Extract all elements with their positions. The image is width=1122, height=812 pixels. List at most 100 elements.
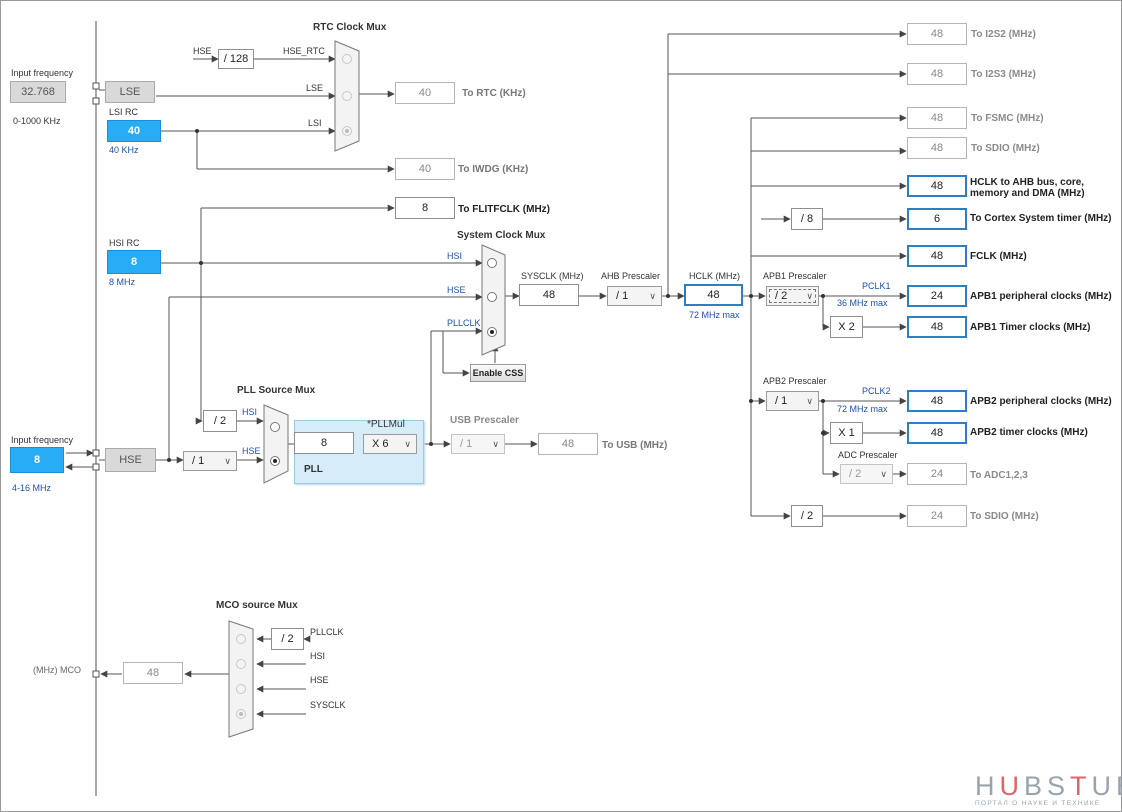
pclk2-label: PCLK2 bbox=[862, 386, 891, 396]
pclk2-max-label: 72 MHz max bbox=[837, 404, 888, 414]
enable-css-button[interactable]: Enable CSS bbox=[470, 364, 526, 382]
lse-range-label: 0-1000 KHz bbox=[13, 116, 61, 126]
pll-title: PLL bbox=[304, 464, 323, 475]
hclk-ahb-output-label-line1: HCLK to AHB bus, core, bbox=[970, 177, 1085, 188]
hse-range-label: 4-16 MHz bbox=[12, 483, 52, 493]
usb-prescaler-title: USB Prescaler bbox=[450, 415, 519, 426]
chevron-down-icon: ∨ bbox=[404, 439, 411, 449]
usb-prescaler-value: / 1 bbox=[460, 438, 473, 450]
hclk-ahb-output-value: 48 bbox=[907, 175, 967, 197]
hsi-frequency-label: 8 MHz bbox=[109, 277, 136, 287]
ahb-prescaler-select[interactable]: / 1∨ bbox=[607, 286, 662, 306]
mco-source-mux-title: MCO source Mux bbox=[216, 600, 298, 611]
i2s3-output-label: To I2S3 (MHz) bbox=[971, 69, 1036, 80]
rtc-mux-hse-radio[interactable] bbox=[342, 54, 352, 64]
apb2-prescaler-select[interactable]: / 1 ∨ bbox=[766, 391, 819, 411]
chevron-down-icon: ∨ bbox=[880, 469, 887, 479]
sdio-output-value: 48 bbox=[907, 137, 967, 159]
hclk-ahb-output-label-line2: memory and DMA (MHz) bbox=[970, 188, 1085, 199]
iwdg-output-label: To IWDG (KHz) bbox=[458, 164, 529, 175]
sysclk-mux-hsi-label: HSI bbox=[447, 251, 463, 261]
hse-prediv-value: / 1 bbox=[192, 455, 205, 467]
rtc-hse-rtc-label: HSE_RTC bbox=[283, 46, 325, 56]
pllmul-select[interactable]: X 6 ∨ bbox=[363, 434, 417, 454]
apb2-timer-output-label: APB2 timer clocks (MHz) bbox=[970, 427, 1088, 438]
apb2-timer-multiplier: X 1 bbox=[830, 422, 863, 444]
apb1-timer-output-value: 48 bbox=[907, 316, 967, 338]
sdio-divider: / 2 bbox=[791, 505, 823, 527]
apb1-prescaler-select[interactable]: / 2∨ bbox=[766, 286, 819, 306]
apb2-timer-output-value: 48 bbox=[907, 422, 967, 444]
apb2-prescaler-value: / 1 bbox=[775, 395, 788, 407]
pll-source-mux-title: PLL Source Mux bbox=[237, 385, 316, 396]
hclk-input[interactable]: 48 bbox=[684, 284, 743, 306]
pll-source-hse-radio[interactable] bbox=[270, 456, 280, 466]
apb2-peripheral-output-value: 48 bbox=[907, 390, 967, 412]
hsi-rc-block: 8 bbox=[107, 250, 161, 274]
hubstub-tagline: ПОРТАЛ О НАУКЕ И ТЕХНИКЕ bbox=[975, 800, 1101, 807]
rtc-mux-lse-radio[interactable] bbox=[342, 91, 352, 101]
rtc-mux-lsi-radio[interactable] bbox=[342, 126, 352, 136]
mco-hse-radio[interactable] bbox=[236, 684, 246, 694]
mco-hsi-radio[interactable] bbox=[236, 659, 246, 669]
pll-hsi-divider: / 2 bbox=[203, 410, 237, 432]
apb1-peripheral-output-label: APB1 peripheral clocks (MHz) bbox=[970, 291, 1112, 302]
sdio-output-label: To SDIO (MHz) bbox=[971, 143, 1040, 154]
mco-pllclk-label: PLLCLK bbox=[310, 627, 344, 637]
pllmul-value: X 6 bbox=[372, 438, 389, 450]
usb-output-label: To USB (MHz) bbox=[602, 440, 668, 451]
apb1-peripheral-output-value: 24 bbox=[907, 285, 967, 307]
sysclk-value: 48 bbox=[519, 284, 579, 306]
hse-prediv-select[interactable]: / 1 ∨ bbox=[183, 451, 237, 471]
usb-output-value: 48 bbox=[538, 433, 598, 455]
ahb-prescaler-label: AHB Prescaler bbox=[601, 271, 661, 281]
hclk-max-label: 72 MHz max bbox=[689, 310, 740, 320]
rtc-clock-mux-title: RTC Clock Mux bbox=[313, 22, 387, 33]
i2s3-output-value: 48 bbox=[907, 63, 967, 85]
fsmc-output-value: 48 bbox=[907, 107, 967, 129]
ahb-prescaler-value: / 1 bbox=[616, 290, 629, 302]
flitfclk-label: To FLITFCLK (MHz) bbox=[458, 204, 551, 215]
system-clock-mux-title: System Clock Mux bbox=[457, 230, 546, 241]
mco-sysclk-radio[interactable] bbox=[236, 709, 246, 719]
mco-pllclk-divider: / 2 bbox=[271, 628, 304, 650]
hsi-rc-label: HSI RC bbox=[109, 238, 140, 248]
apb2-peripheral-output-label: APB2 peripheral clocks (MHz) bbox=[970, 396, 1112, 407]
sysclk-mux-hse-radio[interactable] bbox=[487, 292, 497, 302]
pllmul-label: *PLLMul bbox=[367, 419, 405, 430]
adc-output-value: 24 bbox=[907, 463, 967, 485]
chevron-down-icon: ∨ bbox=[224, 456, 231, 466]
adc-prescaler-select[interactable]: / 2∨ bbox=[840, 464, 893, 484]
apb2-prescaler-label: APB2 Prescaler bbox=[763, 376, 827, 386]
hubstub-brand: HUBSTUB bbox=[975, 771, 1121, 801]
flitfclk-value: 8 bbox=[395, 197, 455, 219]
cortex-timer-output-value: 6 bbox=[907, 208, 967, 230]
rtc-hse-divider: / 128 bbox=[218, 49, 254, 69]
i2s2-output-label: To I2S2 (MHz) bbox=[971, 29, 1036, 40]
sysclk-mux-pllclk-radio[interactable] bbox=[487, 327, 497, 337]
mco-output-label: (MHz) MCO bbox=[33, 665, 81, 675]
pclk1-label: PCLK1 bbox=[862, 281, 891, 291]
hse-frequency-input[interactable]: 8 bbox=[10, 447, 64, 473]
sdio2-output-label: To SDIO (MHz) bbox=[970, 511, 1039, 522]
hclk-label: HCLK (MHz) bbox=[689, 271, 740, 281]
lse-block: LSE bbox=[105, 81, 155, 103]
pll-input-value: 8 bbox=[294, 432, 354, 454]
cortex-divider: / 8 bbox=[791, 208, 823, 230]
fsmc-output-label: To FSMC (MHz) bbox=[971, 113, 1044, 124]
rtc-lsi-label: LSI bbox=[308, 118, 322, 128]
chevron-down-icon: ∨ bbox=[806, 396, 813, 406]
sdio2-output-value: 24 bbox=[907, 505, 967, 527]
mco-hse-label: HSE bbox=[310, 675, 329, 685]
rtc-output-value: 40 bbox=[395, 82, 455, 104]
lse-frequency-input[interactable]: 32.768 bbox=[10, 81, 66, 103]
hubstub-logo: HUBSTUB ПОРТАЛ О НАУКЕ И ТЕХНИКЕ bbox=[975, 771, 1121, 807]
fclk-output-value: 48 bbox=[907, 245, 967, 267]
chevron-down-icon: ∨ bbox=[806, 291, 813, 301]
lsi-rc-block: 40 bbox=[107, 120, 161, 142]
pll-source-hsi-radio[interactable] bbox=[270, 422, 280, 432]
sysclk-mux-hsi-radio[interactable] bbox=[487, 258, 497, 268]
mco-pllclk-radio[interactable] bbox=[236, 634, 246, 644]
usb-prescaler-select[interactable]: / 1∨ bbox=[451, 434, 505, 454]
